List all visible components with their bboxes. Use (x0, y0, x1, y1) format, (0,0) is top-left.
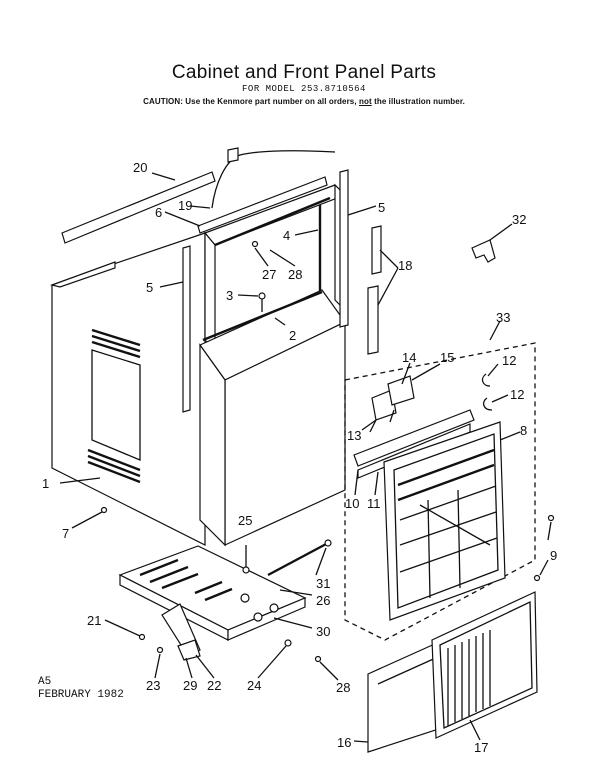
cabinet-shell (49, 232, 206, 546)
top-trim (197, 176, 328, 234)
callout-7: 7 (62, 526, 69, 541)
footer-date: FEBRUARY 1982 (38, 689, 124, 701)
caution-prefix: CAUTION: Use the Kenmore part number on … (143, 97, 357, 106)
screw-25 (242, 566, 250, 574)
front-panel-assembly-outline (344, 342, 536, 641)
caution-not: not (358, 97, 372, 106)
side-strip-left (182, 245, 191, 413)
callout-16: 16 (337, 735, 351, 750)
callout-19: 19 (178, 198, 192, 213)
callout-5-right: 5 (378, 200, 385, 215)
callout-23: 23 (146, 678, 160, 693)
callout-28-top: 28 (288, 267, 302, 282)
center-partition (199, 289, 346, 547)
callout-14: 14 (402, 350, 416, 365)
screw-9-lower (533, 574, 541, 582)
callout-13: 13 (347, 428, 361, 443)
callout-17: 17 (474, 740, 488, 755)
callout-25: 25 (238, 513, 252, 528)
screw-21 (138, 633, 146, 641)
callout-12-lower: 12 (510, 387, 524, 402)
seal-strips (367, 225, 382, 355)
callout-6: 6 (155, 205, 162, 220)
callout-9: 9 (550, 548, 557, 563)
callout-5-left: 5 (146, 280, 153, 295)
side-strip-right (339, 169, 349, 328)
model-number: FOR MODEL 253.8710564 (242, 84, 366, 94)
power-cord (211, 150, 336, 209)
side-panel-17 (431, 591, 538, 739)
callout-27: 27 (262, 267, 276, 282)
filter-grid (399, 485, 498, 599)
screw-9-upper (547, 514, 555, 522)
callout-10: 10 (345, 496, 359, 511)
screw-27 (251, 240, 259, 248)
control-buttons (139, 558, 233, 602)
callout-29: 29 (183, 678, 197, 693)
clip-upper (481, 373, 491, 387)
rod (267, 541, 329, 577)
callout-32: 32 (512, 212, 526, 227)
top-rail (61, 171, 216, 244)
callout-12-upper: 12 (502, 353, 516, 368)
screw-7 (100, 506, 108, 514)
callout-28-bottom: 28 (336, 680, 350, 695)
bracket (471, 239, 496, 263)
screw-28 (314, 655, 322, 663)
front-grille (383, 421, 506, 621)
lower-louvers (87, 448, 141, 484)
callout-18: 18 (398, 258, 412, 273)
callout-11: 11 (367, 496, 381, 511)
leader-lines (59, 172, 552, 743)
clip-lower (482, 397, 493, 411)
callout-30: 30 (316, 624, 330, 639)
callout-labels: 20 19 6 4 5 5 3 2 27 28 18 32 33 12 12 1… (42, 160, 557, 755)
caution-suffix: the illustration number. (374, 97, 465, 106)
callout-1: 1 (42, 476, 49, 491)
callout-21: 21 (87, 613, 101, 628)
callout-31: 31 (316, 576, 330, 591)
callout-8: 8 (520, 423, 527, 438)
screw-3 (258, 292, 266, 300)
control-panel (118, 545, 307, 641)
callout-22: 22 (207, 678, 221, 693)
callout-26: 26 (316, 593, 330, 608)
upper-louvers (91, 328, 141, 359)
screw-23 (156, 646, 164, 654)
callout-15: 15 (440, 350, 454, 365)
callout-2: 2 (289, 328, 296, 343)
mounting-brackets (369, 375, 415, 433)
callout-20: 20 (133, 160, 147, 175)
callout-24: 24 (247, 678, 261, 693)
panel-top-bar (353, 409, 475, 467)
cord-clip (227, 147, 239, 163)
footer-code: A5 (38, 676, 52, 688)
diagram-title: Cabinet and Front Panel Parts (171, 62, 437, 83)
callout-33: 33 (496, 310, 510, 325)
screw-24 (284, 639, 292, 647)
caution-note: CAUTION: Use the Kenmore part number on … (0, 97, 608, 106)
callout-4: 4 (283, 228, 290, 243)
callout-3: 3 (226, 288, 233, 303)
